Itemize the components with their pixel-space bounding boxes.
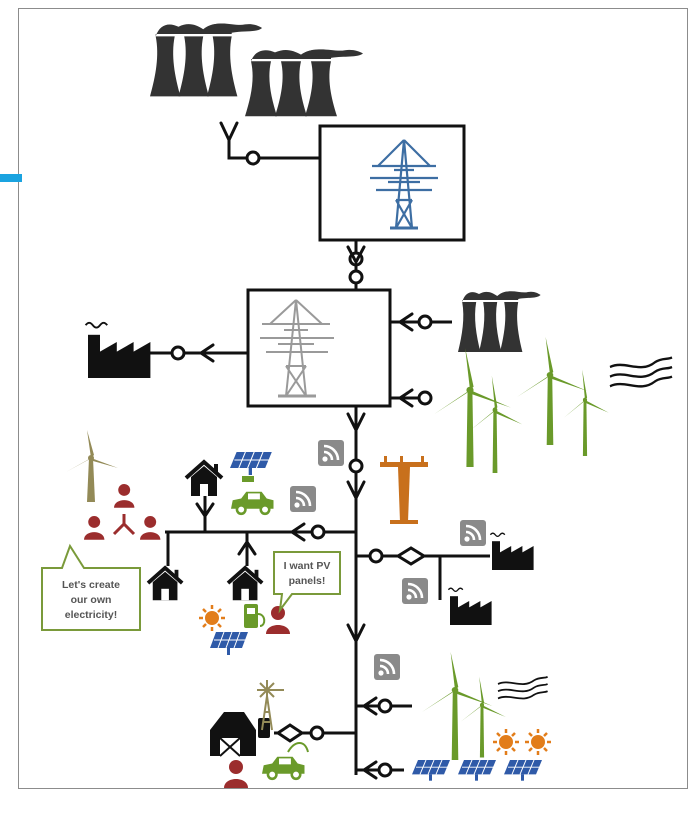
sun-icon: [523, 727, 553, 757]
pv-callout-line-1: I want PV: [284, 560, 331, 572]
smart-meter-icon: [372, 652, 402, 682]
transmission-box: [318, 124, 466, 242]
transmission-tower-icon: [370, 139, 438, 230]
ev-charger-icon: [244, 604, 266, 628]
house-icon: [226, 566, 265, 603]
pv-callout-line-2: panels!: [289, 575, 326, 587]
sun-icon: [197, 603, 227, 633]
smart-meter-icon: [458, 518, 488, 548]
smart-meter-icon: [316, 438, 346, 468]
barn-icon: [210, 712, 256, 757]
sun-icon: [491, 727, 521, 757]
community-callout-line-3: electricity!: [65, 609, 118, 621]
power-plant-icon: [458, 291, 541, 352]
wind-gust-icon: [608, 356, 674, 388]
slide-accent-bar: [0, 174, 22, 182]
factory-icon: [84, 321, 152, 379]
windmill-icon: [257, 680, 284, 731]
solar-panel-icon: [209, 631, 249, 656]
community-callout: Let's create our own electricity!: [41, 543, 141, 631]
transmission-tower-icon: [260, 299, 334, 398]
community-callout-line-2: our own: [71, 594, 112, 606]
electric-car-icon: [229, 476, 275, 516]
flow-arrows: [195, 121, 414, 780]
factory-icon: [489, 532, 535, 571]
utility-pole-icon: [380, 456, 428, 524]
pv-callout: I want PV panels!: [273, 551, 341, 614]
house-icon: [146, 566, 185, 603]
person-icon: [224, 760, 248, 788]
power-plant-icon: [150, 23, 363, 117]
solar-panel-icon: [229, 451, 273, 476]
wind-turbine-icon: [422, 652, 506, 760]
wind-turbine-icon: [66, 430, 118, 502]
wind-turbine-icon: [434, 337, 609, 473]
wind-gust-icon: [497, 675, 549, 700]
smart-meter-icon: [288, 484, 318, 514]
diagram-frame: [18, 8, 688, 789]
factory-icon: [447, 587, 493, 626]
person-icon: [84, 484, 161, 540]
electric-car-icon: [260, 742, 309, 781]
smart-meter-icon: [400, 576, 430, 606]
distribution-box: [246, 288, 392, 408]
community-callout-line-1: Let's create: [62, 579, 120, 591]
solar-panel-icon: [411, 759, 543, 782]
person-icon: [266, 606, 290, 634]
house-icon: [184, 460, 224, 498]
connectors: [170, 150, 433, 778]
